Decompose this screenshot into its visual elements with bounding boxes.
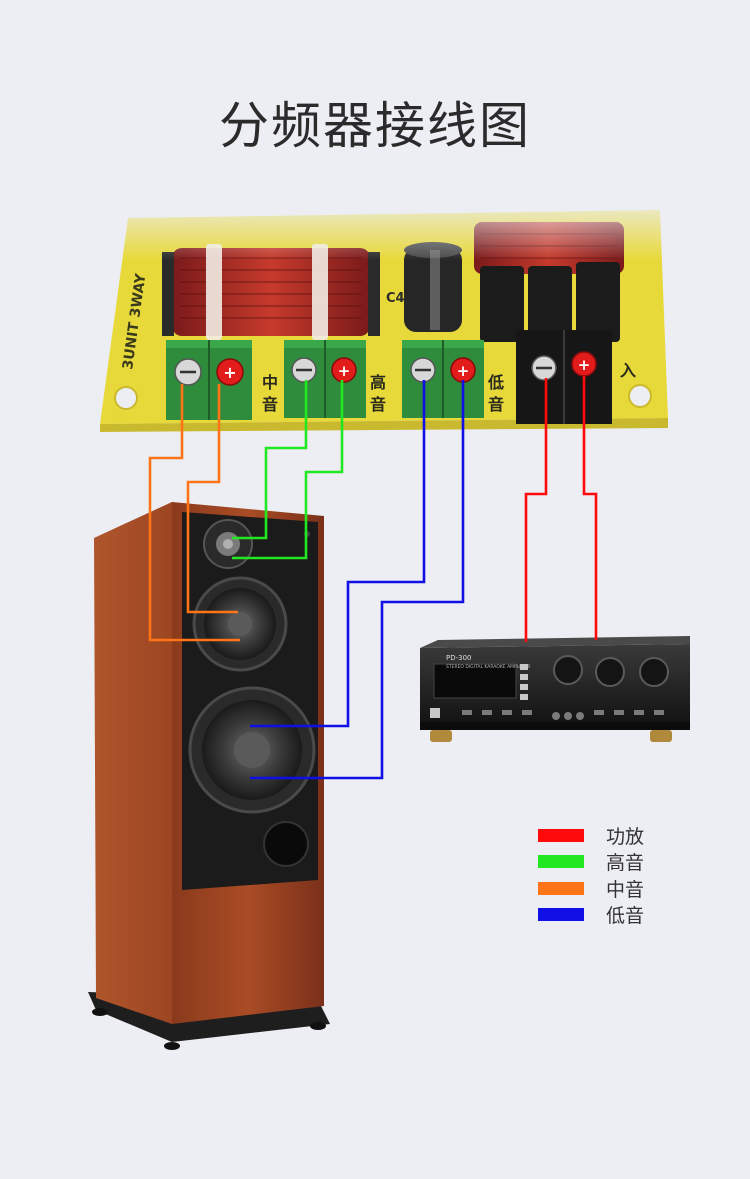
amp-knob[interactable] xyxy=(639,657,669,687)
legend-item: 低音 xyxy=(538,902,698,929)
bass-port xyxy=(263,821,309,867)
wire-mid-negative xyxy=(148,384,240,642)
crossover-board: C4 3UNIT 3WAY 中 音 高 音 低 音 入 xyxy=(90,190,680,432)
speaker-side-panel xyxy=(94,502,172,1024)
midrange-driver xyxy=(192,576,288,672)
legend-item: 中音 xyxy=(538,875,698,902)
label-mid-1: 中 xyxy=(262,373,278,392)
terminal-low: + xyxy=(402,340,484,418)
label-low-2: 音 xyxy=(488,395,504,414)
wire-high-positive xyxy=(232,380,344,560)
amplifier: PD-300 STEREO DIGITAL KARAOKE AMPLIFIER xyxy=(420,636,690,742)
terminal-input: + xyxy=(516,330,612,424)
amp-knob[interactable] xyxy=(595,657,625,687)
legend-label: 高音 xyxy=(606,852,645,875)
label-low-1: 低 xyxy=(487,373,504,392)
legend-swatch xyxy=(538,908,584,922)
wire-high-negative xyxy=(232,380,308,540)
label-input: 入 xyxy=(620,361,636,380)
legend-swatch xyxy=(538,828,584,842)
power-switch[interactable] xyxy=(430,708,440,718)
wire-low-negative xyxy=(250,380,426,728)
amp-model: PD-300 xyxy=(446,654,472,662)
wire-low-positive xyxy=(250,380,465,780)
wire-layer xyxy=(148,376,598,780)
mounting-hole xyxy=(114,386,138,410)
woofer-driver xyxy=(188,686,316,814)
label-high-2: 音 xyxy=(370,395,386,414)
mounting-hole xyxy=(628,384,652,408)
legend-label: 低音 xyxy=(606,905,645,928)
wire-power-positive xyxy=(582,376,598,640)
wire-legend: 功放高音中音低音 xyxy=(538,822,698,928)
legend-label: 中音 xyxy=(606,878,645,901)
tweeter-driver xyxy=(203,519,253,569)
label-high-1: 高 xyxy=(370,373,386,392)
svg-text:+: + xyxy=(223,363,236,382)
legend-label: 功放 xyxy=(606,825,645,848)
wire-power-negative xyxy=(524,378,548,642)
wire-mid-positive xyxy=(186,384,238,614)
capacitor-label: C4 xyxy=(386,291,405,306)
page-title: 分频器接线图 xyxy=(219,96,531,155)
legend-item: 高音 xyxy=(538,849,698,876)
svg-text:+: + xyxy=(578,356,591,374)
legend-item: 功放 xyxy=(538,822,698,849)
label-mid-2: 音 xyxy=(262,395,278,414)
terminal-high: + xyxy=(284,340,366,418)
terminal-mid: + xyxy=(166,340,252,420)
inductor-coil xyxy=(162,244,380,340)
amp-knob[interactable] xyxy=(553,655,583,685)
legend-swatch xyxy=(538,881,584,895)
floor-speaker xyxy=(88,502,330,1050)
amp-subtitle: STEREO DIGITAL KARAOKE AMPLIFIER xyxy=(446,664,530,670)
svg-text:+: + xyxy=(457,362,470,380)
legend-swatch xyxy=(538,855,584,869)
svg-text:+: + xyxy=(338,362,351,380)
